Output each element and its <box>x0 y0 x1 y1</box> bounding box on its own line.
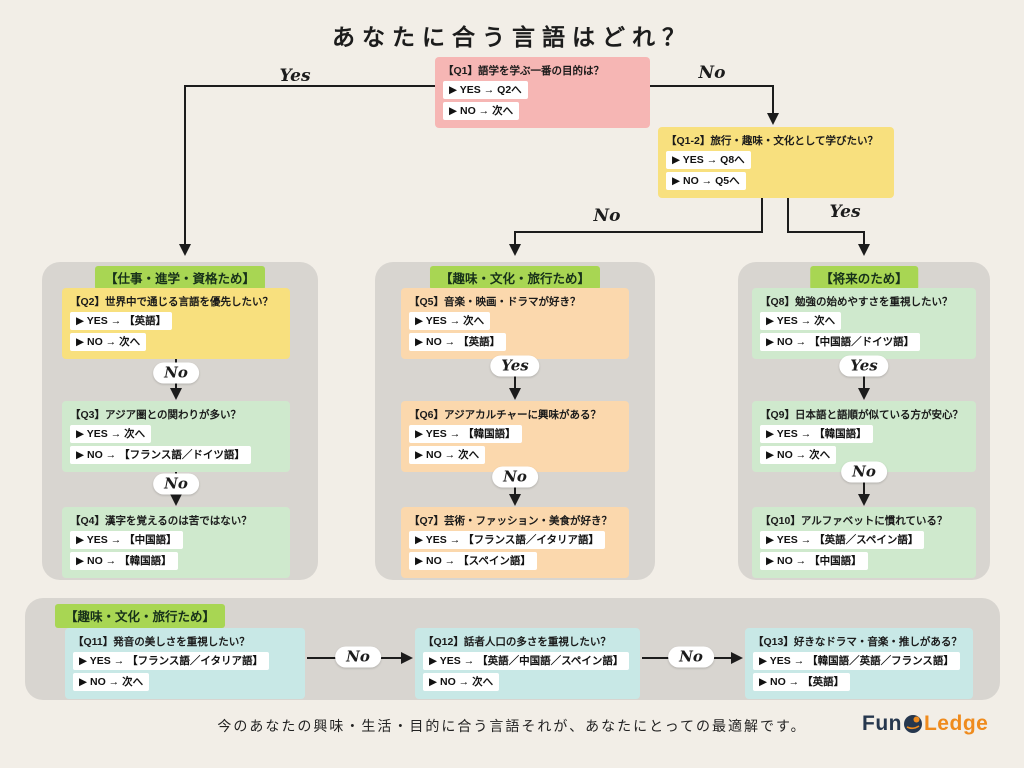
question-box-q4: 【Q4】漢字を覚えるのは苦ではない？ ▶ YES → 【中国語】 ▶ NO → … <box>62 507 290 578</box>
connector-label-no: No <box>593 206 621 226</box>
question-title: 【Q1-2】旅行・趣味・文化として学びたい？ <box>666 135 879 147</box>
question-box-q11: 【Q11】発音の美しさを重視したい？ ▶ YES → 【フランス語／イタリア語】… <box>65 628 305 699</box>
footer-text: 今のあなたの興味・生活・目的に合う言語それが、あなたにとっての最適解です。 <box>217 718 807 734</box>
connector-label-no: No <box>153 362 199 384</box>
question-box-q10: 【Q10】アルファベットに慣れている？ ▶ YES → 【英語／スペイン語】 ▶… <box>752 507 976 578</box>
answer-option: ▶ YES → Q8へ <box>666 151 751 169</box>
logo-text-fun: Fun <box>862 712 902 735</box>
answer-option: ▶ NO → 【英語】 <box>409 333 507 351</box>
category-header-bottom: 【趣味・文化・旅行ため】 <box>55 604 226 628</box>
connector-label-yes: Yes <box>829 202 861 222</box>
question-title: 【Q1】語学を学ぶ一番の目的は？ <box>443 65 605 77</box>
answer-option: ▶ NO → 【中国語／ドイツ語】 <box>760 333 921 351</box>
answer-option: ▶ YES → 【韓国語／英語／フランス語】 <box>753 652 960 670</box>
question-title: 【Q13】好きなドラマ・音楽・推しがある？ <box>753 636 962 648</box>
globe-icon <box>903 715 922 733</box>
question-box-q13: 【Q13】好きなドラマ・音楽・推しがある？ ▶ YES → 【韓国語／英語／フラ… <box>745 628 973 699</box>
answer-option: ▶ YES → 【韓国語】 <box>409 425 522 443</box>
answer-option: ▶ NO → 【中国語】 <box>760 552 868 570</box>
answer-option: ▶ YES → 【フランス語／イタリア語】 <box>73 652 270 670</box>
connector-label-no: No <box>492 466 538 488</box>
question-box-q12: 【Q12】話者人口の多さを重視したい？ ▶ YES → 【英語／中国語／スペイン… <box>415 628 640 699</box>
answer-option: ▶ YES → 【韓国語】 <box>760 425 873 443</box>
answer-option: ▶ NO → 次へ <box>443 102 520 120</box>
question-box-q2: 【Q2】世界中で通じる言語を優先したい？ ▶ YES → 【英語】 ▶ NO →… <box>62 288 290 359</box>
answer-option: ▶ NO → 次へ <box>70 333 147 351</box>
answer-option: ▶ NO → 次へ <box>423 673 500 691</box>
connector-label-yes: Yes <box>839 355 889 377</box>
answer-option: ▶ YES → 【中国語】 <box>70 531 183 549</box>
connector-label-no: No <box>668 646 714 668</box>
question-box-q6: 【Q6】アジアカルチャーに興味がある？ ▶ YES → 【韓国語】 ▶ NO →… <box>401 401 629 472</box>
connector-label-no: No <box>335 646 381 668</box>
question-box-q5: 【Q5】音楽・映画・ドラマが好き？ ▶ YES → 次へ ▶ NO → 【英語】 <box>401 288 629 359</box>
answer-option: ▶ YES → 【フランス語／イタリア語】 <box>409 531 606 549</box>
question-title: 【Q10】アルファベットに慣れている？ <box>760 515 948 527</box>
category-header-hobby: 【趣味・文化・旅行ため】 <box>429 266 601 290</box>
question-box-q3: 【Q3】アジア圏との関わりが多い？ ▶ YES → 次へ ▶ NO → 【フラン… <box>62 401 290 472</box>
question-title: 【Q6】アジアカルチャーに興味がある？ <box>409 409 601 421</box>
answer-option: ▶ NO → 【スペイン語】 <box>409 552 537 570</box>
question-title: 【Q3】アジア圏との関わりが多い？ <box>70 409 241 421</box>
question-box-q1: 【Q1】語学を学ぶ一番の目的は？ ▶ YES → Q2へ ▶ NO → 次へ <box>435 57 650 128</box>
category-header-future: 【将来のため】 <box>810 266 918 290</box>
answer-option: ▶ YES → 【英語】 <box>70 312 173 330</box>
logo-text-ledge: Ledge <box>923 712 989 735</box>
answer-option: ▶ YES → 【英語／スペイン語】 <box>760 531 925 549</box>
category-header-work: 【仕事・進学・資格ため】 <box>94 266 266 290</box>
answer-option: ▶ NO → 【韓国語】 <box>70 552 178 570</box>
question-box-q8: 【Q8】勉強の始めやすさを重視したい？ ▶ YES → 次へ ▶ NO → 【中… <box>752 288 976 359</box>
answer-option: ▶ NO → Q5へ <box>666 172 746 190</box>
question-title: 【Q11】発音の美しさを重視したい？ <box>73 636 250 648</box>
connector-label-no: No <box>841 461 887 483</box>
answer-option: ▶ NO → 次へ <box>73 673 150 691</box>
answer-option: ▶ YES → 次へ <box>409 312 491 330</box>
question-title: 【Q2】世界中で通じる言語を優先したい？ <box>70 296 274 308</box>
answer-option: ▶ NO → 次へ <box>760 446 837 464</box>
connector-label-no: No <box>153 473 199 495</box>
question-box-q1-2: 【Q1-2】旅行・趣味・文化として学びたい？ ▶ YES → Q8へ ▶ NO … <box>658 127 894 198</box>
brand-logo: Fun Ledge <box>862 712 988 736</box>
question-title: 【Q7】芸術・ファッション・美食が好き？ <box>409 515 613 527</box>
question-title: 【Q5】音楽・映画・ドラマが好き？ <box>409 296 581 308</box>
answer-option: ▶ NO → 【フランス語／ドイツ語】 <box>70 446 251 464</box>
page-title: あなたに合う言語はどれ？ <box>332 24 692 50</box>
question-title: 【Q8】勉強の始めやすさを重視したい？ <box>760 296 953 308</box>
connector-label-no: No <box>698 63 726 83</box>
connector-label-yes: Yes <box>279 66 311 86</box>
question-title: 【Q4】漢字を覚えるのは苦ではない？ <box>70 515 252 527</box>
answer-option: ▶ YES → 次へ <box>760 312 842 330</box>
answer-option: ▶ YES → 次へ <box>70 425 152 443</box>
question-box-q7: 【Q7】芸術・ファッション・美食が好き？ ▶ YES → 【フランス語／イタリア… <box>401 507 629 578</box>
answer-option: ▶ NO → 次へ <box>409 446 486 464</box>
answer-option: ▶ YES → Q2へ <box>443 81 528 99</box>
question-title: 【Q12】話者人口の多さを重視したい？ <box>423 636 611 648</box>
connector-label-yes: Yes <box>490 355 540 377</box>
answer-option: ▶ YES → 【英語／中国語／スペイン語】 <box>423 652 630 670</box>
question-box-q9: 【Q9】日本語と語順が似ている方が安心？ ▶ YES → 【韓国語】 ▶ NO … <box>752 401 976 472</box>
answer-option: ▶ NO → 【英語】 <box>753 673 851 691</box>
question-title: 【Q9】日本語と語順が似ている方が安心？ <box>760 409 964 421</box>
